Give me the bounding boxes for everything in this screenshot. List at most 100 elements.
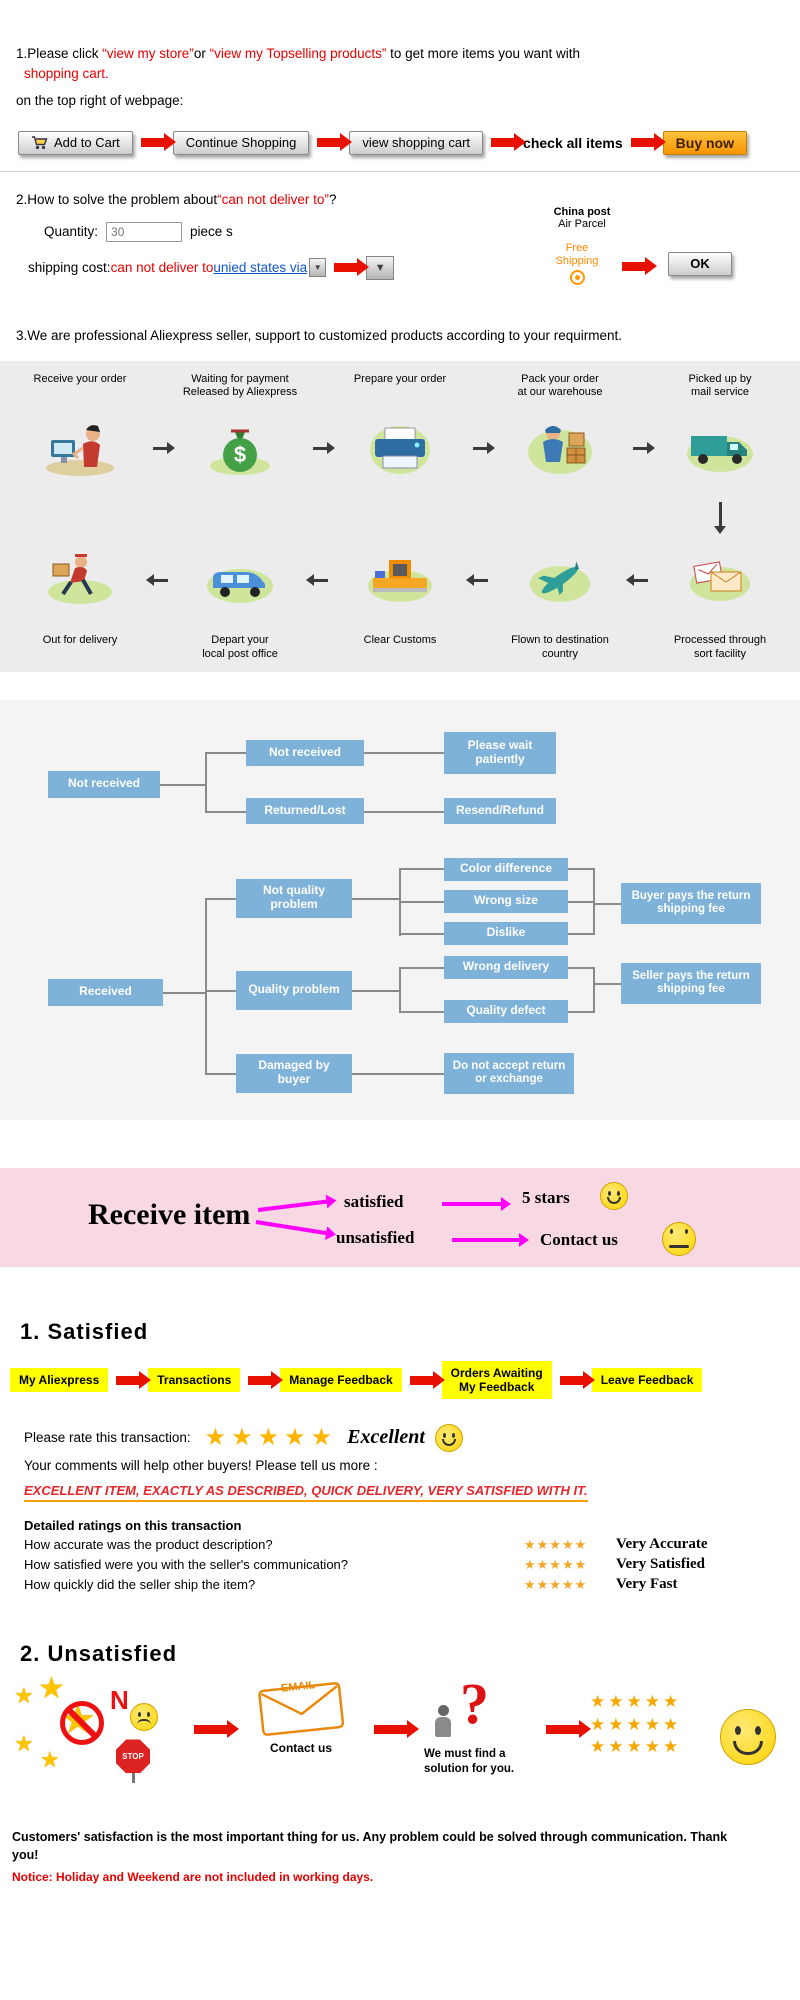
flowchart-connector-line xyxy=(593,966,595,1013)
detailed-ratings-heading: Detailed ratings on this transaction xyxy=(24,1518,242,1534)
flowchart-connector-line xyxy=(568,900,595,903)
quantity-row: Quantity: piece s xyxy=(44,221,233,242)
nav-transactions[interactable]: Transactions xyxy=(148,1367,241,1393)
shipping-red-text: can not deliver to xyxy=(110,260,214,276)
flowchart-box: Not quality problem xyxy=(236,878,352,918)
flowchart-connector-line xyxy=(205,897,207,1075)
quantity-label: Quantity: xyxy=(44,224,99,240)
star-icon: ★ xyxy=(38,1672,65,1706)
happy-smiley-icon xyxy=(600,1181,628,1210)
process-bottom-labels: Out for delivery Depart your local post … xyxy=(10,634,790,662)
person-at-computer-icon xyxy=(10,400,150,496)
add-to-cart-button[interactable]: Add to Cart xyxy=(18,130,133,155)
view-cart-label: view shopping cart xyxy=(362,135,471,151)
divider xyxy=(0,170,800,172)
step1-instructions: 1.Please click “view my store”or “view m… xyxy=(0,0,800,111)
process-label: Flown to destination country xyxy=(511,634,609,660)
cart-buttons-row: Add to Cart Continue Shopping view shopp… xyxy=(18,130,800,155)
view-shopping-cart-button[interactable]: view shopping cart xyxy=(349,130,484,155)
quantity-input[interactable] xyxy=(106,221,183,242)
continue-shopping-button[interactable]: Continue Shopping xyxy=(172,130,310,155)
five-star-rating[interactable]: ★★★★★ xyxy=(524,1556,588,1572)
ok-button[interactable]: OK xyxy=(668,251,732,276)
process-top-labels: Receive your order Waiting for payment R… xyxy=(10,373,790,401)
svg-text:$: $ xyxy=(234,442,246,467)
process-label: Prepare your order xyxy=(353,372,447,385)
flowchart-box: Not received xyxy=(48,770,160,798)
flowchart-connector-line xyxy=(399,867,401,936)
process-label: Picked up by mail service xyxy=(688,372,752,399)
star-icon: ★ xyxy=(14,1683,34,1709)
red-arrow-icon xyxy=(140,133,176,152)
printer-icon xyxy=(330,400,470,496)
flowchart-box: Dislike xyxy=(444,921,568,945)
magenta-arrow-icon xyxy=(442,1196,511,1211)
red-arrow-icon xyxy=(559,1370,595,1389)
five-star-rating[interactable]: ★★★★★ xyxy=(204,1424,338,1452)
process-bottom-icons xyxy=(10,532,790,628)
flowchart-connector-line xyxy=(160,783,206,786)
red-arrow-icon xyxy=(116,1370,152,1389)
china-post-label: China post xyxy=(553,205,611,218)
email-envelope-icon: EMAIL xyxy=(253,1677,349,1737)
stop-sign-icon: STOP xyxy=(116,1739,150,1784)
quantity-unit: piece s xyxy=(190,224,233,240)
flowchart-box: Resend/Refund xyxy=(444,797,556,824)
footer-satisfaction-text: Customers' satisfaction is the most impo… xyxy=(12,1830,728,1862)
step1-line1: 1.Please click “view my store”or “view m… xyxy=(16,44,800,64)
shipping-row: shipping cost:can not deliver to unied s… xyxy=(28,255,395,280)
magenta-arrow-icon xyxy=(257,1199,328,1212)
arrow-right-icon xyxy=(472,442,495,455)
dropdown-arrow-icon[interactable]: ▼ xyxy=(366,255,395,280)
step1-text: or xyxy=(193,46,210,61)
star-row: ★★★★★ xyxy=(590,1692,682,1712)
flowchart-connector-line xyxy=(568,966,595,969)
topselling-text: “view my Topselling products” xyxy=(209,46,387,61)
flowchart-connector-line xyxy=(595,902,621,905)
satisfied-heading: 1. Satisfied xyxy=(20,1318,149,1344)
question-mark-icon: ? xyxy=(460,1671,489,1737)
nav-manage-feedback[interactable]: Manage Feedback xyxy=(280,1367,402,1393)
red-arrow-icon xyxy=(546,1720,591,1739)
red-arrow-icon xyxy=(248,1370,284,1389)
excellent-text: Excellent xyxy=(347,1426,425,1449)
flowchart-connector-line xyxy=(568,932,595,935)
flowchart-connector-line xyxy=(401,867,444,870)
arrow-left-icon xyxy=(472,578,488,582)
flowchart-connector-line xyxy=(364,751,444,754)
flowchart-box: Please wait patiently xyxy=(444,731,556,774)
step1-text: 1.Please click xyxy=(16,46,103,61)
process-label: Receive your order xyxy=(33,372,127,385)
post-van-icon xyxy=(170,532,310,628)
five-star-rating[interactable]: ★★★★★ xyxy=(524,1576,588,1592)
flowchart-box: Returned/Lost xyxy=(246,797,364,824)
red-arrow-icon xyxy=(630,133,666,152)
flowchart-connector-line xyxy=(401,966,444,969)
nav-leave-feedback[interactable]: Leave Feedback xyxy=(591,1367,703,1393)
flowchart-connector-line xyxy=(595,982,621,985)
flowchart-connector-line xyxy=(207,751,246,754)
arrow-left-icon xyxy=(312,578,328,582)
process-top-icons: $ xyxy=(10,400,790,496)
process-label: Pack your order at our warehouse xyxy=(517,372,603,399)
nav-orders-awaiting-feedback[interactable]: Orders Awaiting My Feedback xyxy=(441,1360,552,1400)
airplane-icon xyxy=(490,532,630,628)
country-select-link[interactable]: unied states via xyxy=(213,260,308,276)
arrow-down-icon xyxy=(714,502,726,535)
thinker-person-icon xyxy=(435,1717,451,1738)
flowchart-connector-line xyxy=(205,751,207,813)
red-arrow-icon xyxy=(409,1370,445,1389)
satisfied-text: satisfied xyxy=(344,1191,404,1211)
nav-my-aliexpress[interactable]: My Aliexpress xyxy=(10,1367,109,1393)
process-middle-row xyxy=(10,496,790,535)
rating-question: How satisfied were you with the seller's… xyxy=(24,1557,349,1573)
buy-now-button[interactable]: Buy now xyxy=(662,130,747,155)
flowchart-box: Buyer pays the return shipping fee xyxy=(621,882,761,924)
five-star-rating[interactable]: ★★★★★ xyxy=(524,1536,588,1552)
warehouse-packer-icon xyxy=(490,400,630,496)
flowchart-box: Wrong size xyxy=(444,889,568,913)
dropdown-arrow-icon[interactable]: ▼ xyxy=(309,258,327,278)
stop-sign-label: STOP xyxy=(116,1739,150,1774)
fifteen-star-rating: ★★★★★ ★★★★★ ★★★★★ xyxy=(590,1691,681,1757)
flowchart-connector-line xyxy=(593,867,595,935)
